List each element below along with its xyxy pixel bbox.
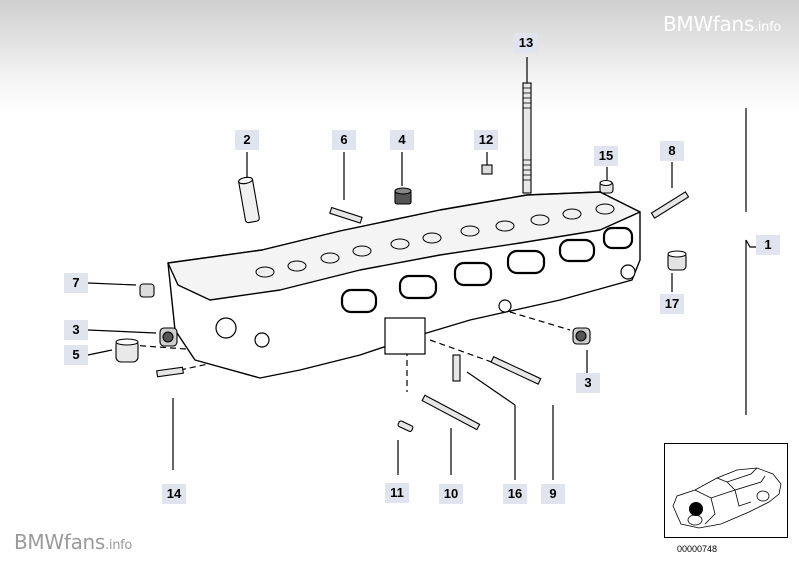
watermark-suffix: .info [753,20,781,35]
watermark-brand-bottom: BMWfans [14,530,106,554]
callout-16[interactable]: 16 [503,484,527,504]
watermark-bottom: BMWfans.info [14,530,132,554]
callout-3a[interactable]: 3 [64,320,88,340]
watermark-brand: BMWfans [662,12,754,36]
document-number: 00000748 [677,544,718,554]
car-outline-icon [672,467,782,529]
watermark-top: BMWfans.info [663,12,781,36]
callout-10[interactable]: 10 [439,484,463,504]
inset-location-thumbnail [664,443,788,538]
callout-7[interactable]: 7 [64,273,88,293]
callout-5[interactable]: 5 [64,345,88,365]
callout-3b[interactable]: 3 [576,373,600,393]
callout-12[interactable]: 12 [474,130,498,150]
callout-8[interactable]: 8 [660,141,684,161]
callout-9[interactable]: 9 [541,484,565,504]
watermark-suffix-bottom: .info [105,538,133,553]
callout-6[interactable]: 6 [332,130,356,150]
callout-15[interactable]: 15 [594,146,618,166]
callout-13[interactable]: 13 [514,33,538,53]
callout-4[interactable]: 4 [390,130,414,150]
callout-2[interactable]: 2 [235,130,259,150]
callout-14[interactable]: 14 [162,484,186,504]
callout-11[interactable]: 11 [385,483,409,503]
callout-1[interactable]: 1 [756,235,780,255]
callout-17[interactable]: 17 [660,294,684,314]
